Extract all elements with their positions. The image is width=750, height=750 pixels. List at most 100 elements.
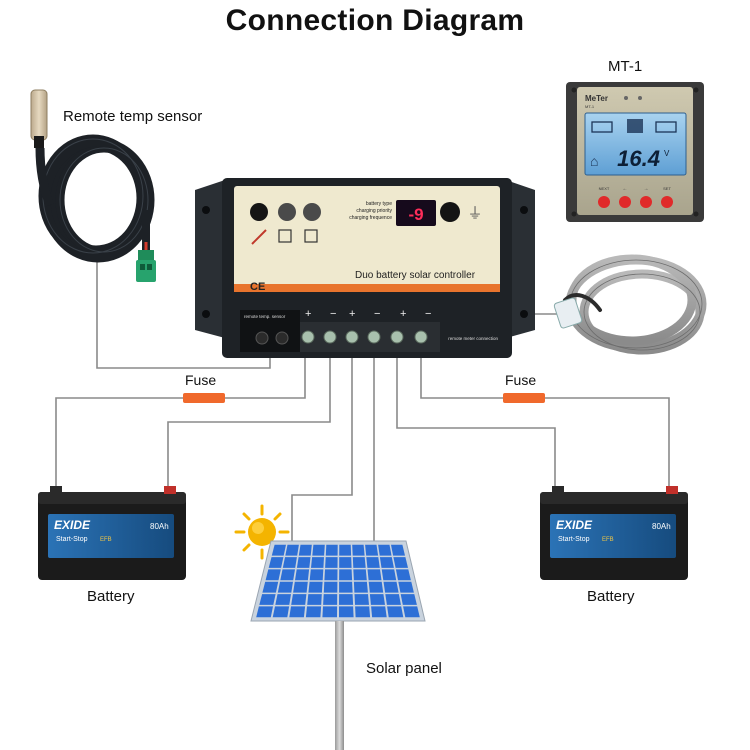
solar-cell: [366, 557, 380, 568]
solar-cell: [296, 557, 311, 568]
terminal-label-right: remote meter connection: [448, 336, 498, 341]
solar-cells: [256, 544, 420, 618]
solar-cell: [324, 569, 338, 581]
solar-cell: [339, 594, 354, 605]
meter-home-icon: ⌂: [590, 153, 598, 169]
battery-right-brand: EXIDE: [556, 518, 593, 532]
solar-cell: [298, 544, 312, 556]
battery-right-positive-wire-b: [542, 397, 670, 495]
meter-button-label-right: →: [644, 186, 649, 192]
solar-cell: [305, 606, 322, 618]
solar-status-icon: [251, 229, 267, 245]
battery-right-capacity: 80Ah: [652, 522, 671, 531]
solar-cell: [403, 606, 420, 618]
terminal-symbol-bat2-negative: −: [425, 308, 431, 320]
solar-cell: [371, 606, 387, 618]
solar-panel-label: Solar panel: [366, 660, 442, 677]
solar-cell: [275, 594, 291, 605]
setting-charging-priority: charging priority: [356, 208, 392, 214]
meter-battery-icon-left: [591, 121, 613, 133]
meter-set-button[interactable]: [661, 196, 673, 208]
solar-cell: [295, 569, 310, 581]
terminal-4: [367, 330, 381, 344]
fuse-right-label: Fuse: [505, 372, 537, 388]
meter-right-button[interactable]: [640, 196, 652, 208]
terminal-left-block: [240, 310, 300, 352]
solar-cell: [322, 606, 338, 618]
page-title: Connection Diagram: [225, 4, 525, 37]
solar-cell: [365, 544, 379, 556]
solar-positive-wire: [291, 358, 353, 548]
mt1-remote-meter: MeTer MT-1 ⌂ 16.4 V NEXT ← → SET: [566, 82, 704, 222]
battery-left-negative-wire: [167, 358, 331, 495]
solar-cell: [272, 606, 290, 618]
battery-left-positive-wire: [55, 397, 185, 495]
battery-left-positive-terminal: [164, 486, 176, 494]
solar-cell: [339, 544, 352, 556]
controller-display-value: -9: [408, 205, 423, 224]
sensor-wire: [96, 255, 271, 369]
solar-cell: [265, 569, 281, 581]
solar-cell: [256, 606, 273, 618]
battery-left-capacity: 80Ah: [150, 522, 169, 531]
solar-cell: [307, 594, 322, 605]
solar-cell: [378, 544, 392, 556]
solar-cell: [309, 569, 324, 581]
meter-button-label-set: SET: [663, 186, 671, 191]
meter-display-value: 16.4: [617, 146, 660, 171]
solar-cell: [398, 581, 414, 593]
terminal-5: [390, 330, 404, 344]
solar-cell: [280, 569, 295, 581]
solar-cell: [271, 544, 286, 556]
terminal-1: [301, 330, 315, 344]
solar-cell: [325, 544, 338, 556]
solar-cell: [339, 557, 352, 568]
solar-cell: [277, 581, 293, 593]
solar-cell: [352, 544, 365, 556]
battery-right-positive-wire: [420, 358, 505, 399]
terminal-symbol-bat2-positive: +: [400, 308, 406, 320]
meter-left-button[interactable]: [619, 196, 631, 208]
solar-cell: [282, 557, 297, 568]
terminal-6: [414, 330, 428, 344]
fuse-left: [183, 393, 225, 403]
solar-panel-pole: [335, 621, 344, 750]
mt1-label: MT-1: [608, 58, 643, 75]
solar-cell: [355, 606, 371, 618]
solar-cell: [368, 581, 384, 593]
solar-cell: [385, 594, 401, 605]
controller-mount-right: [506, 180, 535, 338]
solar-cell: [381, 569, 397, 581]
solar-cell: [367, 569, 382, 581]
solar-cell: [268, 557, 284, 568]
meter-button-label-left: ←: [623, 186, 628, 192]
ce-mark: CE: [250, 281, 265, 293]
controller-set-button[interactable]: [440, 202, 460, 222]
battery-left-label: [48, 514, 174, 558]
battery-right-series: Start-Stop: [558, 536, 590, 543]
terminal-symbol-pv-positive: +: [305, 308, 311, 320]
meter-next-button[interactable]: [598, 196, 610, 208]
terminal-symbol-pv-negative: −: [330, 308, 336, 320]
remote-temp-sensor: [30, 89, 156, 282]
solar-cell: [369, 594, 385, 605]
controller-product-label: Duo battery solar controller: [355, 270, 476, 281]
solar-cell: [395, 569, 411, 581]
solar-cell: [311, 557, 324, 568]
fuse-right: [503, 393, 545, 403]
solar-cell: [400, 594, 417, 605]
solar-cell: [354, 594, 369, 605]
battery-right-tag: EFB: [602, 537, 614, 543]
solar-cell: [352, 557, 366, 568]
solar-cell: [387, 606, 404, 618]
battery-1-status-icon: [278, 229, 292, 243]
controller-led-2: [278, 203, 296, 221]
solar-cell: [312, 544, 325, 556]
meter-brand: MeTer: [585, 94, 608, 103]
meter-model-small: MT-1: [585, 104, 595, 109]
terminal-symbol-bat1-negative: −: [374, 308, 380, 320]
solar-cell: [259, 594, 276, 605]
solar-cell: [308, 581, 323, 593]
meter-display-unit: V: [664, 149, 670, 158]
remote-temp-sensor-label: Remote temp sensor: [63, 108, 203, 125]
